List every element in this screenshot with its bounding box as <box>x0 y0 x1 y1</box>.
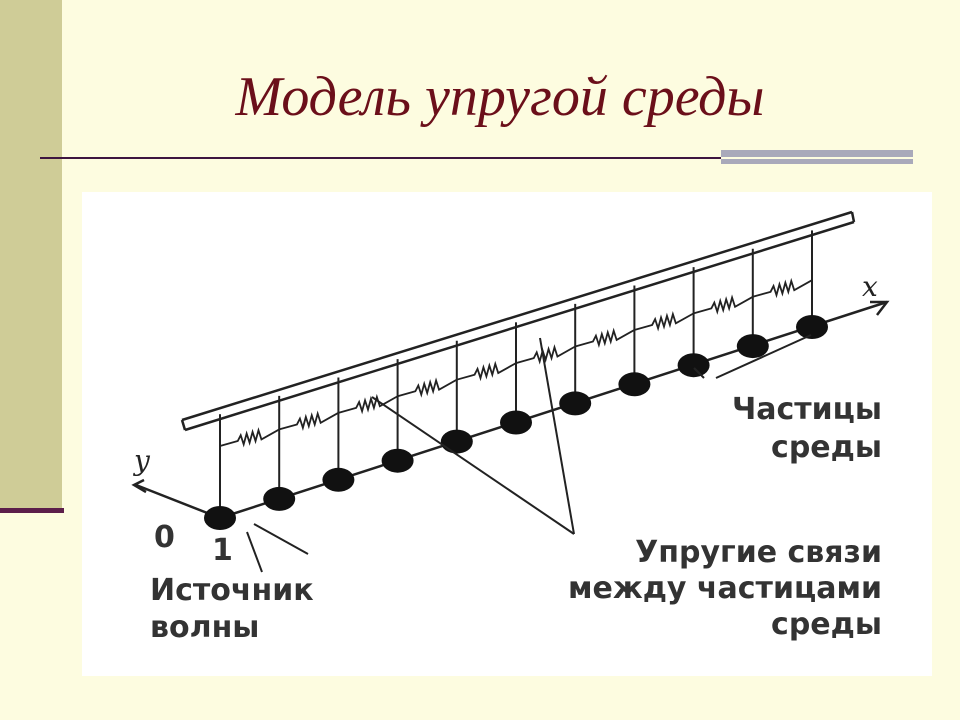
springs-label-line-1: Упругие связи <box>635 535 882 570</box>
particle-7 <box>559 391 592 416</box>
spring-1 <box>219 427 280 448</box>
pendulum-array <box>204 230 828 530</box>
particle-5 <box>440 429 473 454</box>
particle-6 <box>500 410 532 435</box>
springs-label-line-2: между частицами <box>568 571 882 606</box>
source-label-line-2: волны <box>150 610 259 645</box>
particle-9 <box>677 353 710 378</box>
particle-3 <box>322 467 355 492</box>
first-particle-label: 1 <box>212 533 233 568</box>
slide-title: Модель упругой среды <box>235 66 765 128</box>
particles-label-line-1: Частицы <box>732 392 882 427</box>
spring-3 <box>338 393 399 415</box>
particle-11 <box>796 315 828 339</box>
spring-10 <box>752 277 813 299</box>
source-label-line-1: Источник <box>150 573 314 608</box>
title-divider-line <box>40 157 912 159</box>
particle-10 <box>736 334 769 359</box>
left-band-underline <box>0 508 64 513</box>
particle-4 <box>381 448 414 473</box>
spring-5 <box>456 360 517 382</box>
leader-lines <box>246 334 812 573</box>
support-bar <box>180 210 856 432</box>
particle-1 <box>204 506 236 530</box>
title-divider-accent <box>721 150 913 164</box>
particle-2 <box>263 486 296 511</box>
y-axis-label: y <box>132 444 151 477</box>
left-decorative-band <box>0 0 62 508</box>
spring-9 <box>693 294 754 315</box>
spring-2 <box>278 410 339 431</box>
elastic-medium-diagram: x y 0 1 Источник волны Частицы среды Уп <box>82 192 932 676</box>
x-axis-label: x <box>862 270 878 303</box>
spring-7 <box>574 327 635 349</box>
particles-label-line-2: среды <box>771 430 882 465</box>
spring-8 <box>634 311 695 332</box>
spring-4 <box>397 377 458 398</box>
spring-6 <box>515 344 576 365</box>
particle-8 <box>618 372 651 397</box>
origin-label: 0 <box>154 520 175 555</box>
springs-label-line-3: среды <box>771 607 882 642</box>
